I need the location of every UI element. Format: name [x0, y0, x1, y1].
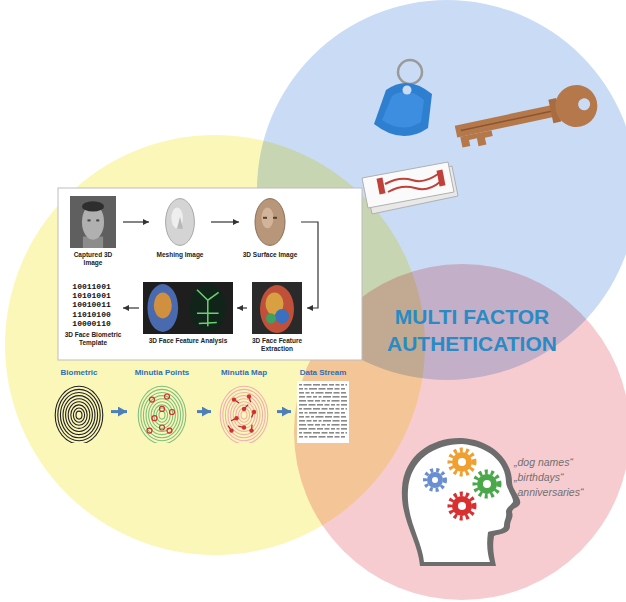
fingerprint-picture	[54, 381, 104, 443]
image-caption: Meshing Image	[150, 251, 210, 259]
memory-cue: „dog names“	[514, 455, 583, 470]
flow-arrow	[123, 221, 149, 222]
head-with-gears	[402, 438, 520, 566]
key-fob	[374, 60, 432, 136]
image-step: Minutia Points	[128, 368, 196, 443]
venn-circles	[5, 0, 626, 600]
flow-arrow	[197, 410, 211, 413]
image-step: 3D Face Feature Analysis	[140, 282, 236, 345]
mesh-picture	[156, 196, 204, 248]
flow-arrow	[277, 410, 291, 413]
door-key	[452, 81, 602, 152]
flow-arrow	[237, 307, 247, 308]
captured-picture	[70, 196, 116, 248]
stream-picture	[297, 381, 349, 443]
extraction-picture	[252, 282, 302, 334]
binary-template: 10011001 10101001 10010011 11010100 1000…	[72, 282, 113, 328]
image-caption: 3D Surface Image	[240, 251, 300, 259]
image-step: Biometric	[48, 368, 110, 443]
analysis-picture	[143, 282, 233, 334]
diagram-title: MULTI FACTOR AUTHETICATION	[356, 303, 588, 358]
flow-arrow	[301, 222, 318, 308]
face-panel	[58, 188, 362, 360]
image-caption: 3D Face Biometric Template	[64, 331, 122, 347]
stage-heading: Biometric	[48, 368, 110, 378]
image-step: 3D Surface Image	[240, 196, 300, 259]
image-caption: Captured 3D Image	[64, 251, 122, 267]
image-step: 3D Face Feature Extraction	[248, 282, 306, 353]
image-step: Data Stream	[292, 368, 354, 443]
memory-cue: „anniversaries“	[514, 485, 583, 500]
image-step: Meshing Image	[150, 196, 210, 259]
image-step: Captured 3D Image	[64, 196, 122, 267]
memory-cue: „birthdays“	[514, 470, 583, 485]
image-caption: 3D Face Feature Analysis	[140, 337, 236, 345]
points-picture	[137, 381, 187, 443]
template-step: 10011001 10101001 10010011 11010100 1000…	[64, 280, 122, 347]
smart-cards	[362, 162, 458, 214]
flow-arrow	[211, 221, 239, 222]
stage-heading: Data Stream	[292, 368, 354, 378]
flow-arrow	[123, 307, 139, 308]
flow-arrow	[111, 410, 127, 413]
map-picture	[219, 381, 269, 443]
image-caption: 3D Face Feature Extraction	[248, 337, 306, 353]
stage-heading: Minutia Points	[128, 368, 196, 378]
stage-heading: Minutia Map	[212, 368, 276, 378]
surface-picture	[245, 196, 295, 248]
image-step: Minutia Map	[212, 368, 276, 443]
memory-cues: „dog names“„birthdays“„anniversaries“	[514, 455, 583, 501]
